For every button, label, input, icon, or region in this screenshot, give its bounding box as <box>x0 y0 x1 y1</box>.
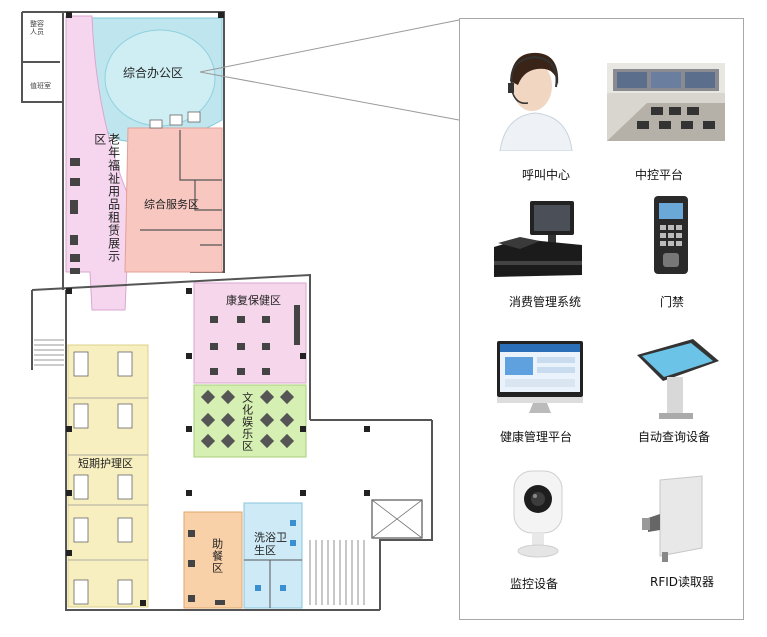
office-zone-label: 综合办公区 <box>123 66 184 80</box>
access-control-icon <box>654 196 688 274</box>
elder-products-zone-label: 老年福祉用品租赁展示区 <box>92 133 121 263</box>
device-label-consumption-system: 消费管理系统 <box>509 295 582 309</box>
service-zone-label: 综合服务区 <box>144 198 199 211</box>
device-label-call-center: 呼叫中心 <box>522 168 571 182</box>
device-monitoring <box>508 469 568 559</box>
rfid-reader-icon <box>642 475 703 562</box>
short-term-zone-label: 短期护理区 <box>78 457 133 470</box>
monitor-icon <box>497 341 583 413</box>
device-label-monitoring: 监控设备 <box>510 577 559 591</box>
device-label-control-platform: 中控平台 <box>635 168 684 182</box>
floor-plan <box>21 11 460 611</box>
kiosk-icon <box>637 339 719 419</box>
device-consumption-system <box>490 199 585 279</box>
rehab-zone-shape <box>193 282 307 384</box>
duty-room-label: 值班室 <box>30 82 51 90</box>
device-control-platform <box>607 63 725 141</box>
device-label-rfid-reader: RFID读取器 <box>650 575 715 589</box>
device-call-center <box>490 41 580 171</box>
camera-icon <box>513 470 563 558</box>
pos-terminal-icon <box>494 201 582 277</box>
bath-zone-label: 洗浴卫生区 <box>254 531 287 557</box>
rehab-zone-label: 康复保健区 <box>226 294 281 307</box>
device-access-control <box>653 195 689 275</box>
dining-zone-label: 助餐区 <box>210 538 224 574</box>
device-label-health-platform: 健康管理平台 <box>500 430 573 444</box>
callout-lines <box>199 19 460 121</box>
top-left-room-label: 整容 人员 <box>30 20 44 37</box>
call-center-agent-icon <box>499 52 573 152</box>
culture-zone-label: 文化娱乐区 <box>240 392 254 452</box>
device-label-access-control: 门禁 <box>660 295 685 309</box>
service-zone-shape <box>124 127 223 273</box>
control-room-icon <box>607 63 725 141</box>
device-query-kiosk <box>633 337 723 422</box>
device-health-platform <box>495 339 585 417</box>
device-rfid-reader <box>638 474 708 564</box>
device-label-query-kiosk: 自动查询设备 <box>638 430 711 444</box>
elder-products-zone-shape <box>65 15 131 311</box>
device-panel: 呼叫中心 中控平台 消费管理系统 <box>459 18 744 620</box>
